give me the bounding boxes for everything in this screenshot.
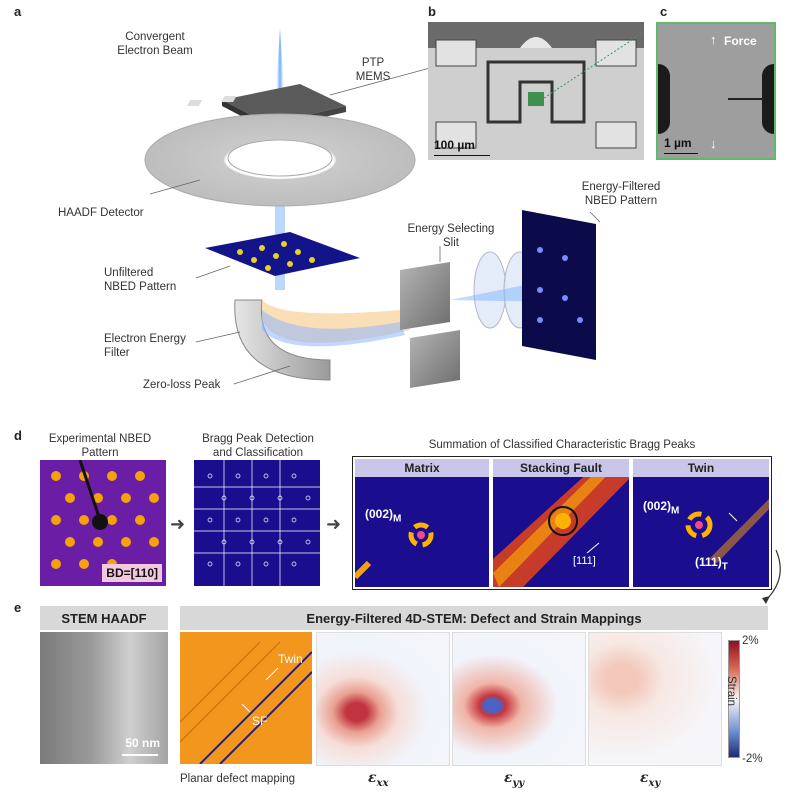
bd-label: BD=[110] [102, 564, 162, 582]
exx-sub: xx [376, 777, 389, 789]
zlp-label: Zero-loss Peak [143, 379, 221, 391]
unfiltered-label-line2: NBED Pattern [104, 281, 177, 293]
panel-d-letter: d [14, 428, 22, 443]
twin-peak-t-label: (111)T [695, 555, 728, 572]
mems-label-line2: MEMS [355, 71, 391, 83]
twin-map: Twin (002)M (111)T [633, 459, 769, 587]
matrix-map: Matrix (002)M [355, 459, 489, 587]
twin-peak-m-label: (002)M [643, 499, 679, 516]
exx-symbol: ε [368, 770, 377, 786]
exy-symbol: ε [640, 770, 649, 786]
sf-map-label: SF [252, 714, 268, 728]
filtered-label: Energy-Filtered NBED Pattern [556, 180, 686, 208]
sem-image-b: 100 µm [428, 22, 644, 160]
energy-filter [234, 299, 410, 381]
mems-label: PTP MEMS [348, 56, 398, 84]
exx-caption: εxx [368, 770, 388, 789]
strain-colorbar [728, 640, 740, 758]
panel-c-letter: c [660, 4, 668, 19]
cbar-min-label: -2% [742, 753, 763, 765]
sf-map: Stacking Fault [111] [493, 459, 629, 587]
slit-upper [400, 262, 450, 330]
eyy-sub: yy [512, 777, 525, 789]
grip-left [658, 64, 670, 134]
stem-scale-bar [122, 754, 158, 756]
haadf-label: HAADF Detector [58, 207, 144, 219]
scale-bar-c [664, 152, 698, 154]
matrix-peak-label: (002)M [365, 507, 401, 524]
grip-right [762, 64, 774, 134]
beam-label-line2: Electron Beam [117, 45, 193, 57]
force-label: Force [724, 34, 757, 48]
matrix-peak-index: (002) [365, 507, 394, 521]
bragg-title-line2: and Classification [212, 447, 304, 459]
beam-label: Convergent Electron Beam [100, 30, 210, 58]
sem-image-c: ↑ Force ↓ 1 µm [656, 22, 776, 160]
filtered-label-line2: NBED Pattern [584, 195, 658, 207]
exp-title: Experimental NBED Pattern [30, 432, 170, 460]
crack [728, 98, 764, 100]
filter-label-line2: Filter [104, 347, 130, 359]
unfiltered-label-line1: Unfiltered [104, 267, 154, 279]
stem-haadf-image: 50 nm [40, 632, 168, 764]
exy-caption: εxy [640, 770, 660, 789]
ef-title: Energy-Filtered 4D-STEM: Defect and Stra… [180, 606, 768, 630]
bragg-detection-image [194, 460, 320, 586]
beam-label-line1: Convergent [125, 31, 185, 43]
slit-label-line1: Energy Selecting [407, 223, 495, 235]
stem-scale-label: 50 nm [125, 736, 160, 750]
twin-header: Twin [633, 459, 769, 477]
summation-box: Matrix (002)M Stacking Fault [111] Twin [352, 456, 772, 590]
force-arrow-down-icon: ↓ [710, 136, 717, 151]
sf-header: Stacking Fault [493, 459, 629, 477]
filter-label: Electron Energy Filter [104, 332, 186, 360]
force-arrow-up-icon: ↑ [710, 32, 717, 47]
cbar-max-label: 2% [742, 635, 759, 647]
panel-b-letter: b [428, 4, 436, 19]
panel-a-schematic [144, 28, 601, 388]
matrix-peak-sub: M [393, 513, 402, 525]
eyy-caption: εyy [504, 770, 524, 789]
summation-title: Summation of Classified Characteristic B… [428, 439, 696, 451]
scale-label-b: 100 µm [434, 138, 475, 152]
planar-caption: Planar defect mapping [180, 773, 296, 785]
filter-label-line1: Electron Energy [104, 333, 186, 345]
arrow-right-icon-1: ➜ [170, 514, 186, 534]
stem-title: STEM HAADF [40, 606, 168, 630]
exy-map [588, 632, 722, 766]
exp-title-line1: Experimental NBED [48, 433, 152, 445]
matrix-header: Matrix [355, 459, 489, 477]
exp-title-line2: Pattern [81, 447, 119, 459]
unfiltered-label: Unfiltered NBED Pattern [104, 266, 176, 294]
slit-label-line2: Slit [443, 237, 459, 249]
mems-label-line1: PTP [361, 57, 385, 69]
panel-e-letter: e [14, 600, 22, 615]
beam-upper [276, 28, 284, 92]
cbar-title: Strain [725, 676, 737, 707]
eyy-map [452, 632, 586, 766]
filtered-nbed-pattern [522, 210, 596, 360]
planar-defect-map: Twin SF [180, 632, 312, 764]
twin-peak-t-sub: T [721, 561, 728, 573]
twin-map-label: Twin [278, 652, 303, 666]
slit-label: Energy Selecting Slit [396, 222, 506, 250]
scale-bar-b [434, 154, 490, 156]
arrow-right-icon-2: ➜ [326, 514, 342, 534]
exy-sub: xy [648, 777, 661, 789]
curved-arrow-icon [762, 549, 781, 604]
slit-lower [410, 330, 460, 388]
bragg-title: Bragg Peak Detection and Classification [188, 432, 328, 460]
exx-map [316, 632, 450, 766]
filtered-label-line1: Energy-Filtered [581, 181, 661, 193]
sf-direction-label: [111] [573, 555, 596, 567]
twin-peak-m-sub: M [671, 505, 680, 517]
eyy-symbol: ε [504, 770, 513, 786]
twin-peak-t-index: (111) [695, 555, 722, 569]
scale-label-c: 1 µm [664, 136, 692, 150]
panel-a-letter: a [14, 4, 22, 19]
twin-peak-m-index: (002) [643, 499, 672, 513]
exp-nbed-image: BD=[110] [40, 460, 166, 586]
bragg-title-line1: Bragg Peak Detection [202, 433, 314, 445]
unfiltered-nbed-pattern [205, 232, 360, 276]
